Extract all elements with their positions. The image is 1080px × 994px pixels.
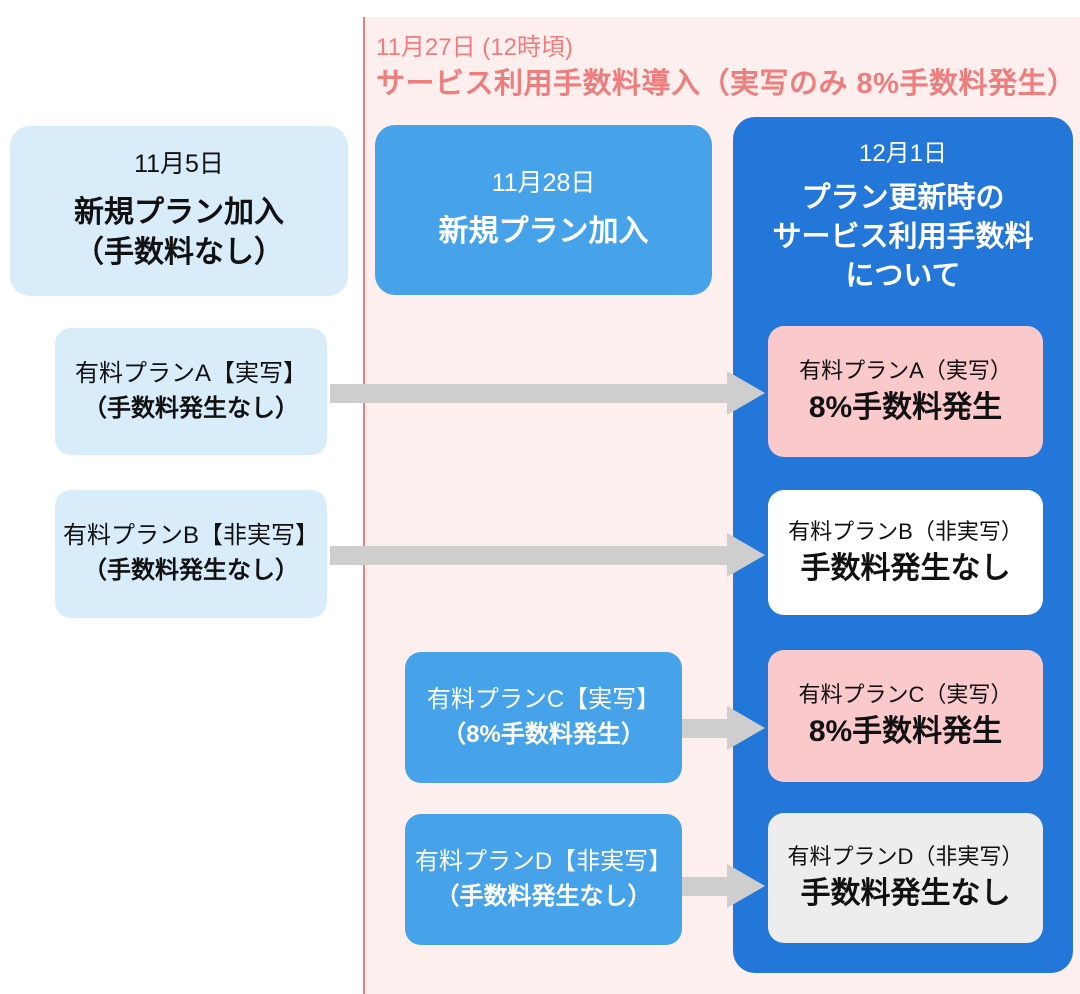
source-box-plan-b-fee: （手数料発生なし） [83,557,299,584]
arrow-plan-b-head [727,533,765,577]
arrow-plan-a-icon [330,371,765,415]
fee-intro-title: サービス利用手数料導入（実写のみ 8%手数料発生） [376,68,1077,100]
source-box-plan-b-name: 有料プランB【非実写】 [62,522,319,549]
source-box-plan-d: 有料プランD【非実写】 （手数料発生なし） [405,814,682,945]
column-header-nov28: 11月28日 新規プラン加入 [375,125,712,295]
source-box-plan-c-fee: （8%手数料発生） [442,720,645,748]
result-card-plan-c-name: 有料プランC（実写） [798,682,1013,707]
arrow-plan-d-head [727,864,765,908]
result-card-plan-b-name: 有料プランB（非実写） [788,518,1023,544]
result-card-plan-c: 有料プランC（実写） 8%手数料発生 [768,650,1043,782]
column-panel-dec1-title-line3: について [845,260,961,292]
result-card-plan-b: 有料プランB（非実写） 手数料発生なし [768,490,1043,615]
arrow-plan-d-icon [682,864,765,908]
result-card-plan-d-name: 有料プランD（非実写） [787,844,1024,869]
column-panel-dec1-title-line1: プラン更新時の [801,182,1005,214]
result-card-plan-a-fee: 8%手数料発生 [808,390,1003,424]
column-header-nov5: 11月5日 新規プラン加入 （手数料なし） [10,126,348,296]
arrow-plan-c-icon [682,706,765,750]
column-panel-dec1-title-line2: サービス利用手数料 [772,221,1034,253]
column-header-nov5-date: 11月5日 [134,150,224,178]
source-box-plan-c-name: 有料プランC【実写】 [426,685,661,713]
arrow-plan-d-shaft [682,877,728,896]
result-card-plan-d-fee: 手数料発生なし [800,877,1011,910]
column-panel-dec1-title: プラン更新時の サービス利用手数料 について [733,179,1073,296]
arrow-plan-c-head [727,706,765,750]
fee-intro-date: 11月27日 (12時頃) [376,34,573,61]
source-box-plan-b: 有料プランB【非実写】 （手数料発生なし） [55,490,327,618]
source-box-plan-a-fee: （手数料発生なし） [83,394,299,422]
source-box-plan-c: 有料プランC【実写】 （8%手数料発生） [405,652,682,783]
source-box-plan-d-name: 有料プランD【非実写】 [414,847,673,875]
column-header-nov5-title: 新規プラン加入 （手数料なし） [74,193,284,273]
result-card-plan-a-name: 有料プランA（実写） [799,357,1012,383]
column-panel-dec1-date: 12月1日 [858,140,948,167]
result-card-plan-b-fee: 手数料発生なし [800,551,1011,585]
column-header-nov5-title-line2: （手数料なし） [74,236,284,269]
arrow-plan-b-shaft [330,546,728,565]
column-header-nov28-title: 新規プラン加入 [438,215,649,248]
source-box-plan-a: 有料プランA【実写】 （手数料発生なし） [55,328,327,455]
arrow-plan-b-icon [330,533,765,577]
result-card-plan-a: 有料プランA（実写） 8%手数料発生 [768,326,1043,457]
source-box-plan-d-fee: （手数料発生なし） [435,882,652,910]
result-card-plan-c-fee: 8%手数料発生 [808,715,1003,748]
column-header-nov28-date: 11月28日 [491,169,596,197]
column-panel-dec1: 12月1日 プラン更新時の サービス利用手数料 について 有料プランA（実写） … [733,117,1073,973]
arrow-plan-c-shaft [682,719,728,738]
result-card-plan-d: 有料プランD（非実写） 手数料発生なし [768,813,1043,943]
arrow-plan-a-shaft [330,384,728,403]
column-header-nov5-title-line1: 新規プラン加入 [74,196,284,229]
source-box-plan-a-name: 有料プランA【実写】 [74,359,307,387]
arrow-plan-a-head [727,371,765,415]
fee-intro-header: 11月27日 (12時頃) サービス利用手数料導入（実写のみ 8%手数料発生） [376,33,1076,103]
